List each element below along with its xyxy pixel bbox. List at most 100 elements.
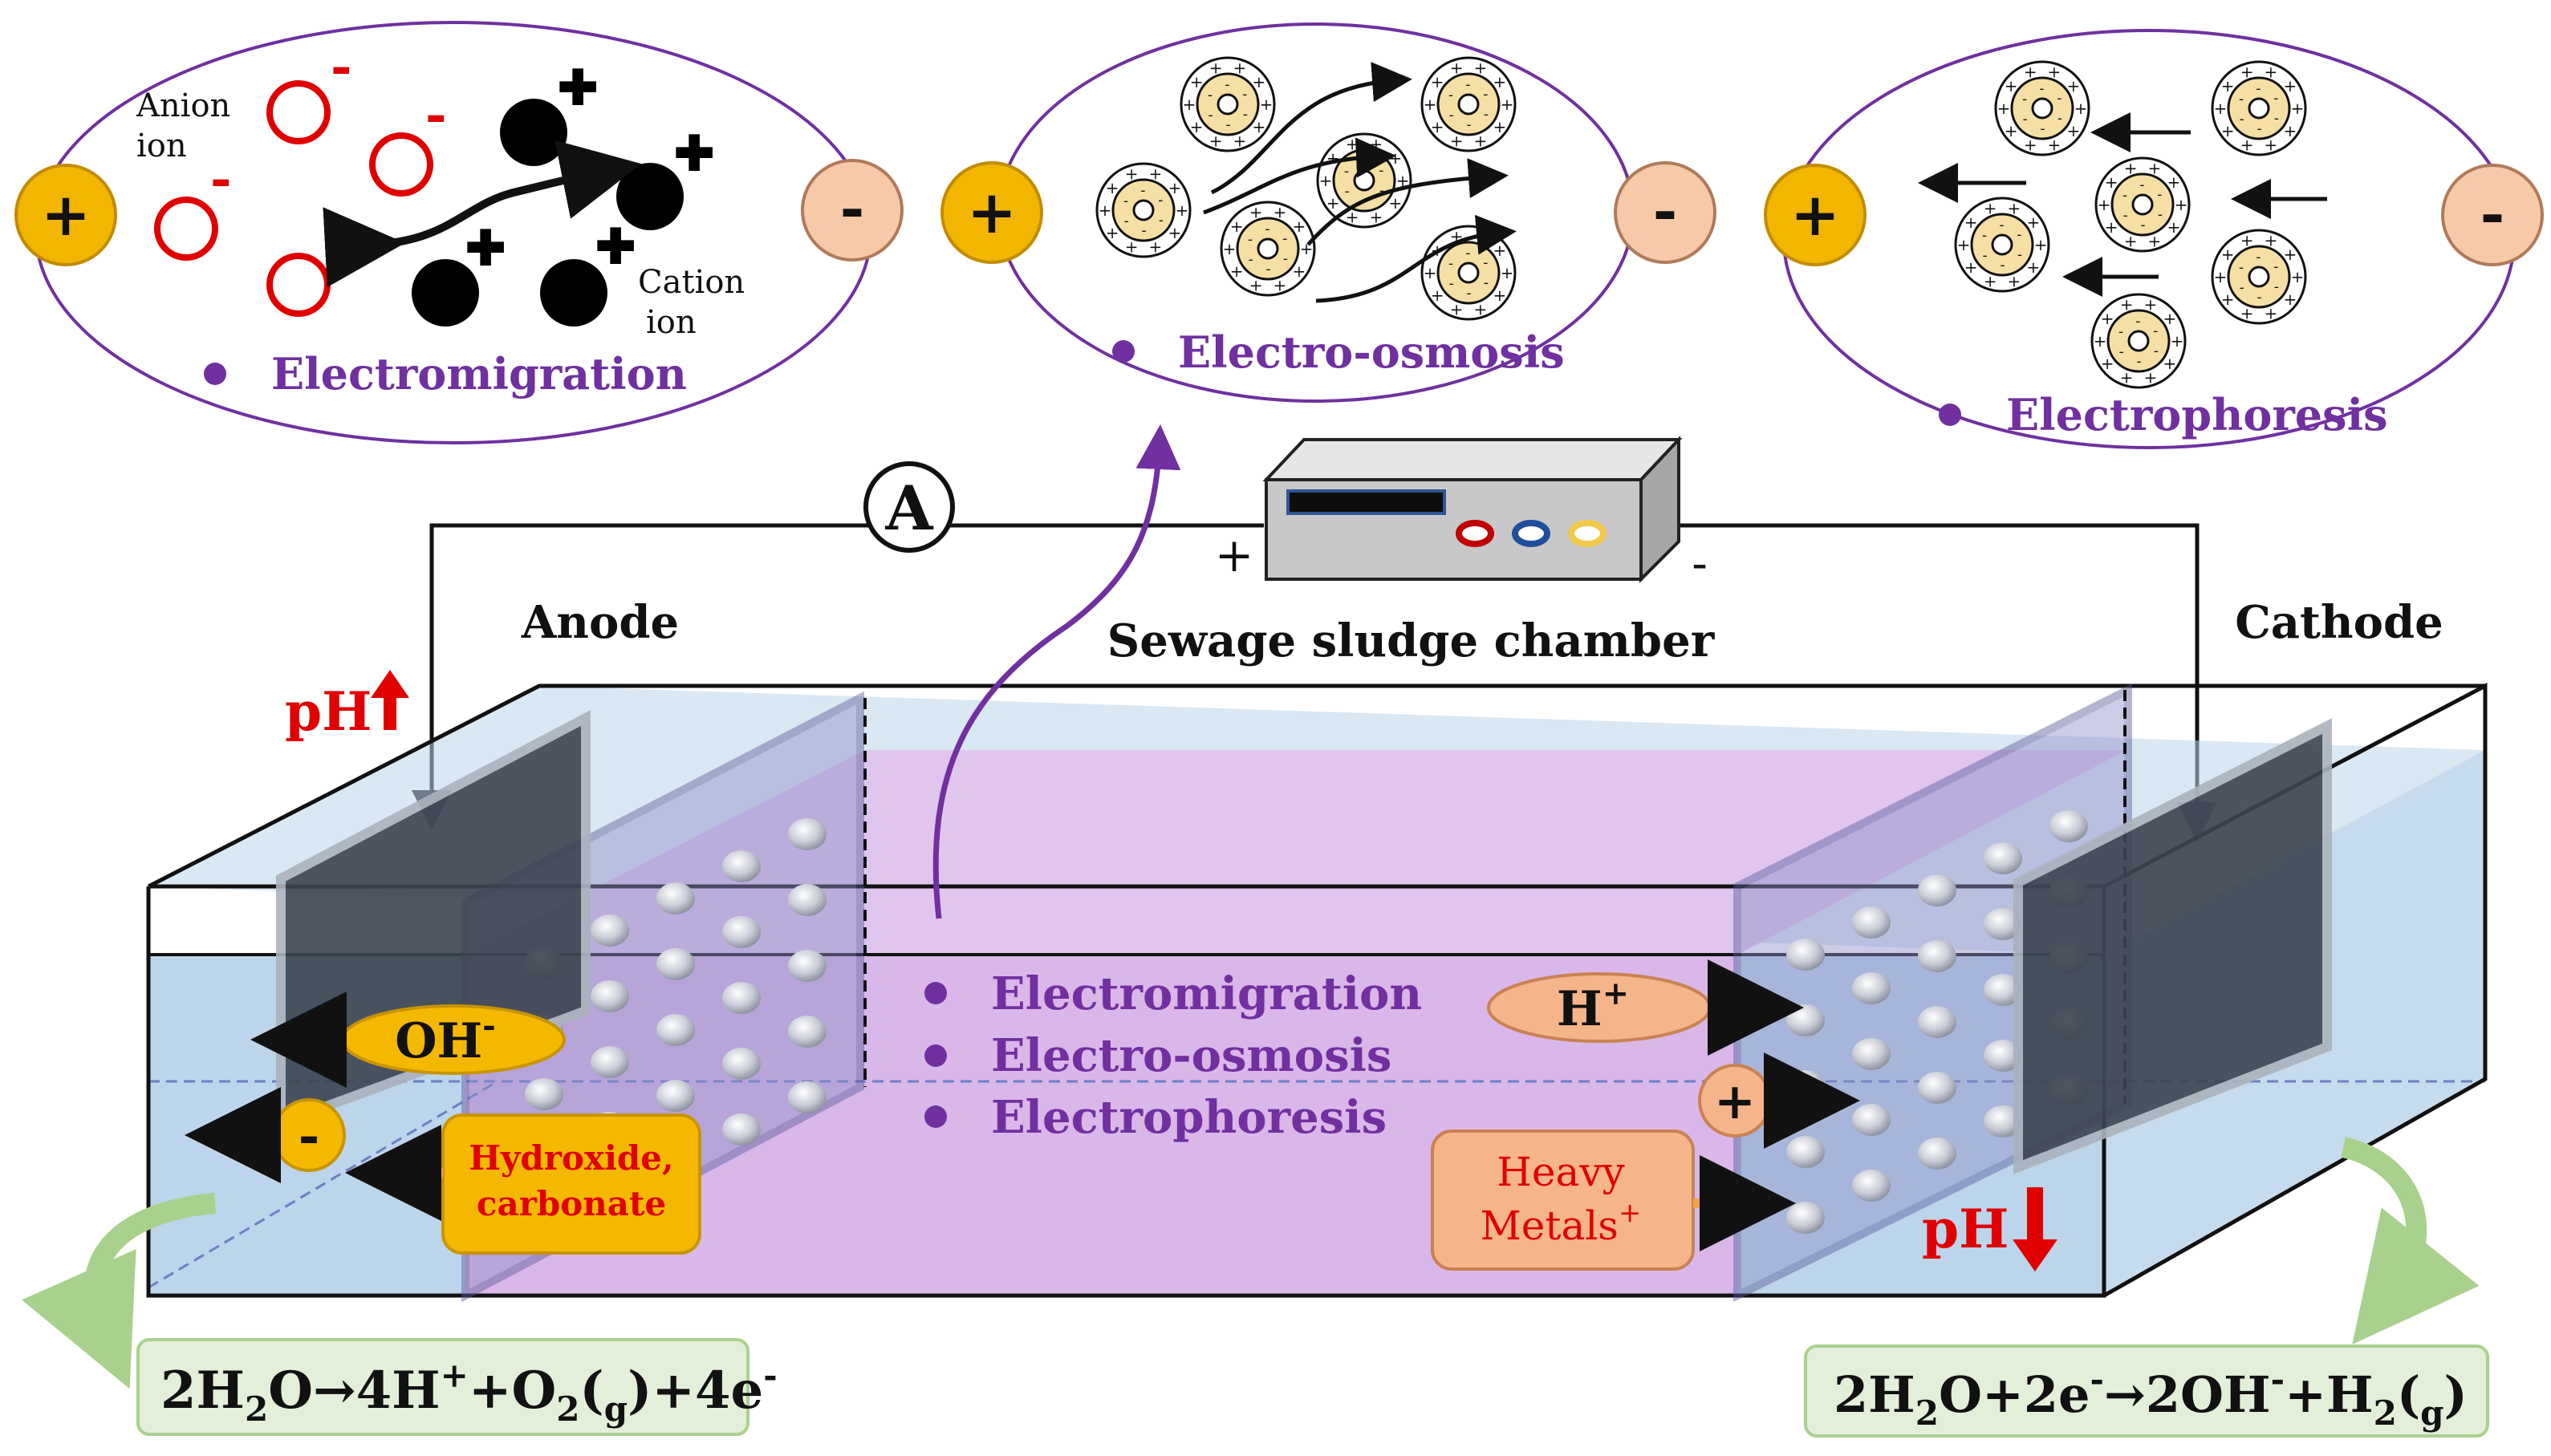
svg-text:-: -: [2256, 249, 2261, 266]
membrane-pore: [1984, 974, 2022, 1006]
svg-text:+: +: [1260, 95, 1273, 114]
svg-text:+: +: [2105, 217, 2118, 237]
svg-text:-: -: [2157, 186, 2162, 203]
circuit: A + -: [412, 435, 2217, 842]
svg-text:-: -: [1242, 86, 1247, 103]
membrane-pore: [788, 1081, 827, 1113]
oh-main: OH: [395, 1013, 482, 1069]
svg-text:+: +: [1493, 241, 1506, 260]
membrane-pore: [722, 982, 761, 1014]
svg-text:+: +: [1493, 117, 1506, 136]
membrane-pore: [788, 884, 827, 916]
membrane-pore: [591, 915, 629, 947]
membrane-pore: [722, 1113, 761, 1146]
membrane-pore: [722, 1048, 761, 1080]
anode-terminal-sign: +: [1790, 180, 1840, 249]
svg-text:+: +: [2240, 230, 2254, 249]
svg-text:+: +: [2167, 172, 2180, 192]
anion-sign: -: [299, 1106, 320, 1166]
svg-text:-: -: [1467, 116, 1472, 133]
colloid-particle-icon: ++++++++++------: [2211, 229, 2307, 325]
anion-badge: -: [272, 1098, 346, 1172]
svg-text:+: +: [1249, 276, 1263, 295]
svg-text:+: +: [1424, 263, 1437, 282]
colloid-particle-icon: ++++++++++------: [1420, 56, 1517, 152]
svg-text:+: +: [2007, 198, 2021, 217]
svg-text:+: +: [2175, 195, 2188, 214]
svg-text:-: -: [1379, 182, 1384, 199]
svg-text:+: +: [1369, 134, 1383, 153]
svg-text:+: +: [1249, 202, 1263, 221]
svg-text:+: +: [1190, 72, 1204, 91]
svg-text:✚: ✚: [674, 126, 714, 182]
anode-terminal-sign: +: [41, 180, 91, 249]
svg-text:+: +: [2264, 136, 2277, 155]
svg-text:-: -: [1465, 245, 1470, 262]
svg-text:+: +: [1450, 58, 1464, 77]
anode-terminal-icon: +: [940, 161, 1043, 264]
membrane-pore: [1918, 1072, 1956, 1104]
hydrogen-ion-badge: H+: [1487, 972, 1712, 1043]
membrane-pore: [1786, 1136, 1825, 1168]
svg-text:-: -: [2257, 120, 2262, 137]
svg-text:+: +: [1964, 213, 1978, 232]
svg-text:+: +: [1209, 132, 1223, 151]
svg-text:+: +: [1148, 164, 1162, 183]
colloid-particle-icon: ++++++++++------: [2090, 293, 2187, 389]
panel-title: Electro-osmosis: [1178, 326, 1565, 378]
svg-text:+: +: [1230, 262, 1244, 281]
svg-text:+: +: [1473, 132, 1487, 151]
svg-text:-: -: [1225, 76, 1229, 93]
membrane-pore: [1918, 940, 1956, 972]
svg-text:+: +: [2143, 294, 2157, 314]
cathode-terminal-sign: -: [840, 174, 865, 243]
compound-line: carbonate: [477, 1184, 666, 1223]
svg-text:+: +: [2221, 121, 2235, 140]
panel-title: Electrophoresis: [2006, 389, 2387, 440]
svg-text:+: +: [1125, 164, 1139, 183]
membrane-pore: [1852, 1104, 1891, 1136]
svg-text:+: +: [2026, 258, 2040, 277]
membrane-pore: [591, 980, 629, 1012]
svg-text:-: -: [2154, 343, 2159, 359]
svg-text:+: +: [2124, 232, 2138, 251]
svg-text:-: -: [2119, 343, 2124, 360]
panel-title: Electromigration: [271, 348, 687, 399]
svg-text:+: +: [1176, 201, 1189, 220]
svg-text:-: -: [323, 205, 344, 266]
svg-text:+: +: [2214, 99, 2228, 118]
svg-text:+: +: [1319, 171, 1333, 190]
svg-text:-: -: [1266, 261, 1271, 278]
wire-left: [412, 523, 1264, 830]
svg-text:-: -: [2239, 91, 2244, 107]
svg-text:-: -: [2158, 206, 2163, 223]
colloid-particle-icon: ++++++++++------: [1316, 132, 1412, 229]
anode-side: pH OH- - Hydroxide, carbonate 2H2O→4H++O…: [22, 670, 778, 1436]
svg-text:-: -: [1159, 212, 1164, 229]
flow-arrow-icon: [1315, 214, 1517, 303]
svg-text:+: +: [2221, 290, 2235, 309]
svg-text:-: -: [2153, 322, 2158, 339]
svg-text:+: +: [1997, 99, 2011, 118]
svg-text:-: -: [210, 149, 232, 209]
svg-text:+: +: [2120, 294, 2134, 314]
svg-text:+: +: [1473, 58, 1487, 77]
svg-text:+: +: [1326, 193, 1340, 213]
svg-text:+: +: [2005, 76, 2018, 95]
colloid-particles: ++++++++++------++++++++++------++++++++…: [1954, 60, 2307, 389]
svg-text:-: -: [1999, 217, 2004, 233]
ammeter-icon: A: [863, 461, 955, 553]
svg-text:+: +: [1431, 72, 1444, 91]
svg-text:-: -: [2135, 313, 2140, 330]
recirculation-arrow-icon: [2340, 1137, 2480, 1344]
svg-text:+: +: [1125, 237, 1139, 257]
svg-text:✚: ✚: [558, 60, 598, 116]
supply-minus: -: [1692, 536, 1708, 590]
svg-text:+: +: [2034, 235, 2048, 254]
svg-text:-: -: [2256, 80, 2261, 97]
cathode-terminal-icon: -: [1614, 161, 1716, 264]
svg-text:-: -: [2041, 120, 2045, 137]
svg-text:H+: H+: [1557, 975, 1629, 1037]
cathode-terminal-sign: -: [2480, 180, 2505, 249]
colloid-particle-icon: ++++++++++------: [1994, 60, 2090, 156]
